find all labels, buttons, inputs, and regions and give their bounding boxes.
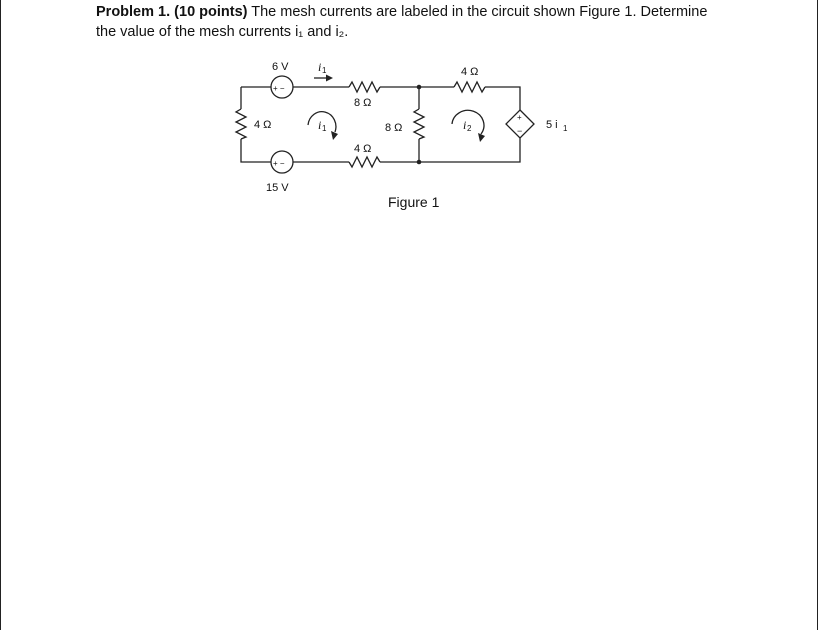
dependent-plus: + [517,113,522,122]
label-left-4ohm: 4 Ω [254,119,271,131]
mesh2-label: i [463,118,466,132]
current-arrowhead [326,74,333,82]
resistor-center-8ohm [412,108,426,140]
label-right-4ohm: 4 Ω [461,66,478,78]
resistor-top-8ohm [348,80,381,94]
node-bottom [416,159,422,165]
resistor-right-4ohm [453,80,486,94]
polarity-15v: + − [273,159,285,168]
dependent-source-label: 5 i [546,119,558,131]
wire-bottom-corner [240,139,271,163]
problem-heading: Problem 1. [96,4,171,20]
dependent-minus: − [517,126,522,136]
dependent-voltage-source [505,109,535,139]
mesh1-arc [307,111,337,133]
problem-text-line1: The mesh currents are labeled in the cir… [247,4,708,20]
current-arrow-label: i [318,60,321,74]
problem-text-line2: the value of the mesh currents i₁ and i₂… [96,24,349,40]
wire-bottom-right [419,138,521,163]
dependent-source-sub: 1 [563,124,568,133]
mesh1-sub: 1 [322,124,327,133]
mesh1-label: i [318,118,321,132]
label-15v: 15 V [266,182,289,194]
problem-points: (10 points) [174,4,248,20]
resistor-bottom-4ohm [348,155,381,169]
problem-line-1: Problem 1. (10 points) The mesh currents… [96,2,796,22]
mesh2-sub: 2 [467,124,472,133]
label-bottom-4ohm: 4 Ω [354,143,371,155]
problem-statement: Problem 1. (10 points) The mesh currents… [96,2,796,42]
node-top [416,84,422,90]
resistor-left-4ohm [234,108,248,140]
wire-top-right [485,86,521,110]
mesh2-arrowhead [478,133,485,142]
label-center-8ohm: 8 Ω [385,122,402,134]
voltage-source-15v [270,150,294,174]
current-arrow-sub: 1 [322,66,327,75]
label-top-8ohm: 8 Ω [354,97,371,109]
voltage-source-6v [270,75,294,99]
mesh2-arc [451,109,485,135]
polarity-6v: + − [273,84,285,93]
figure-caption: Figure 1 [388,194,440,210]
mesh1-arrowhead [331,131,338,140]
label-6v: 6 V [272,61,289,73]
